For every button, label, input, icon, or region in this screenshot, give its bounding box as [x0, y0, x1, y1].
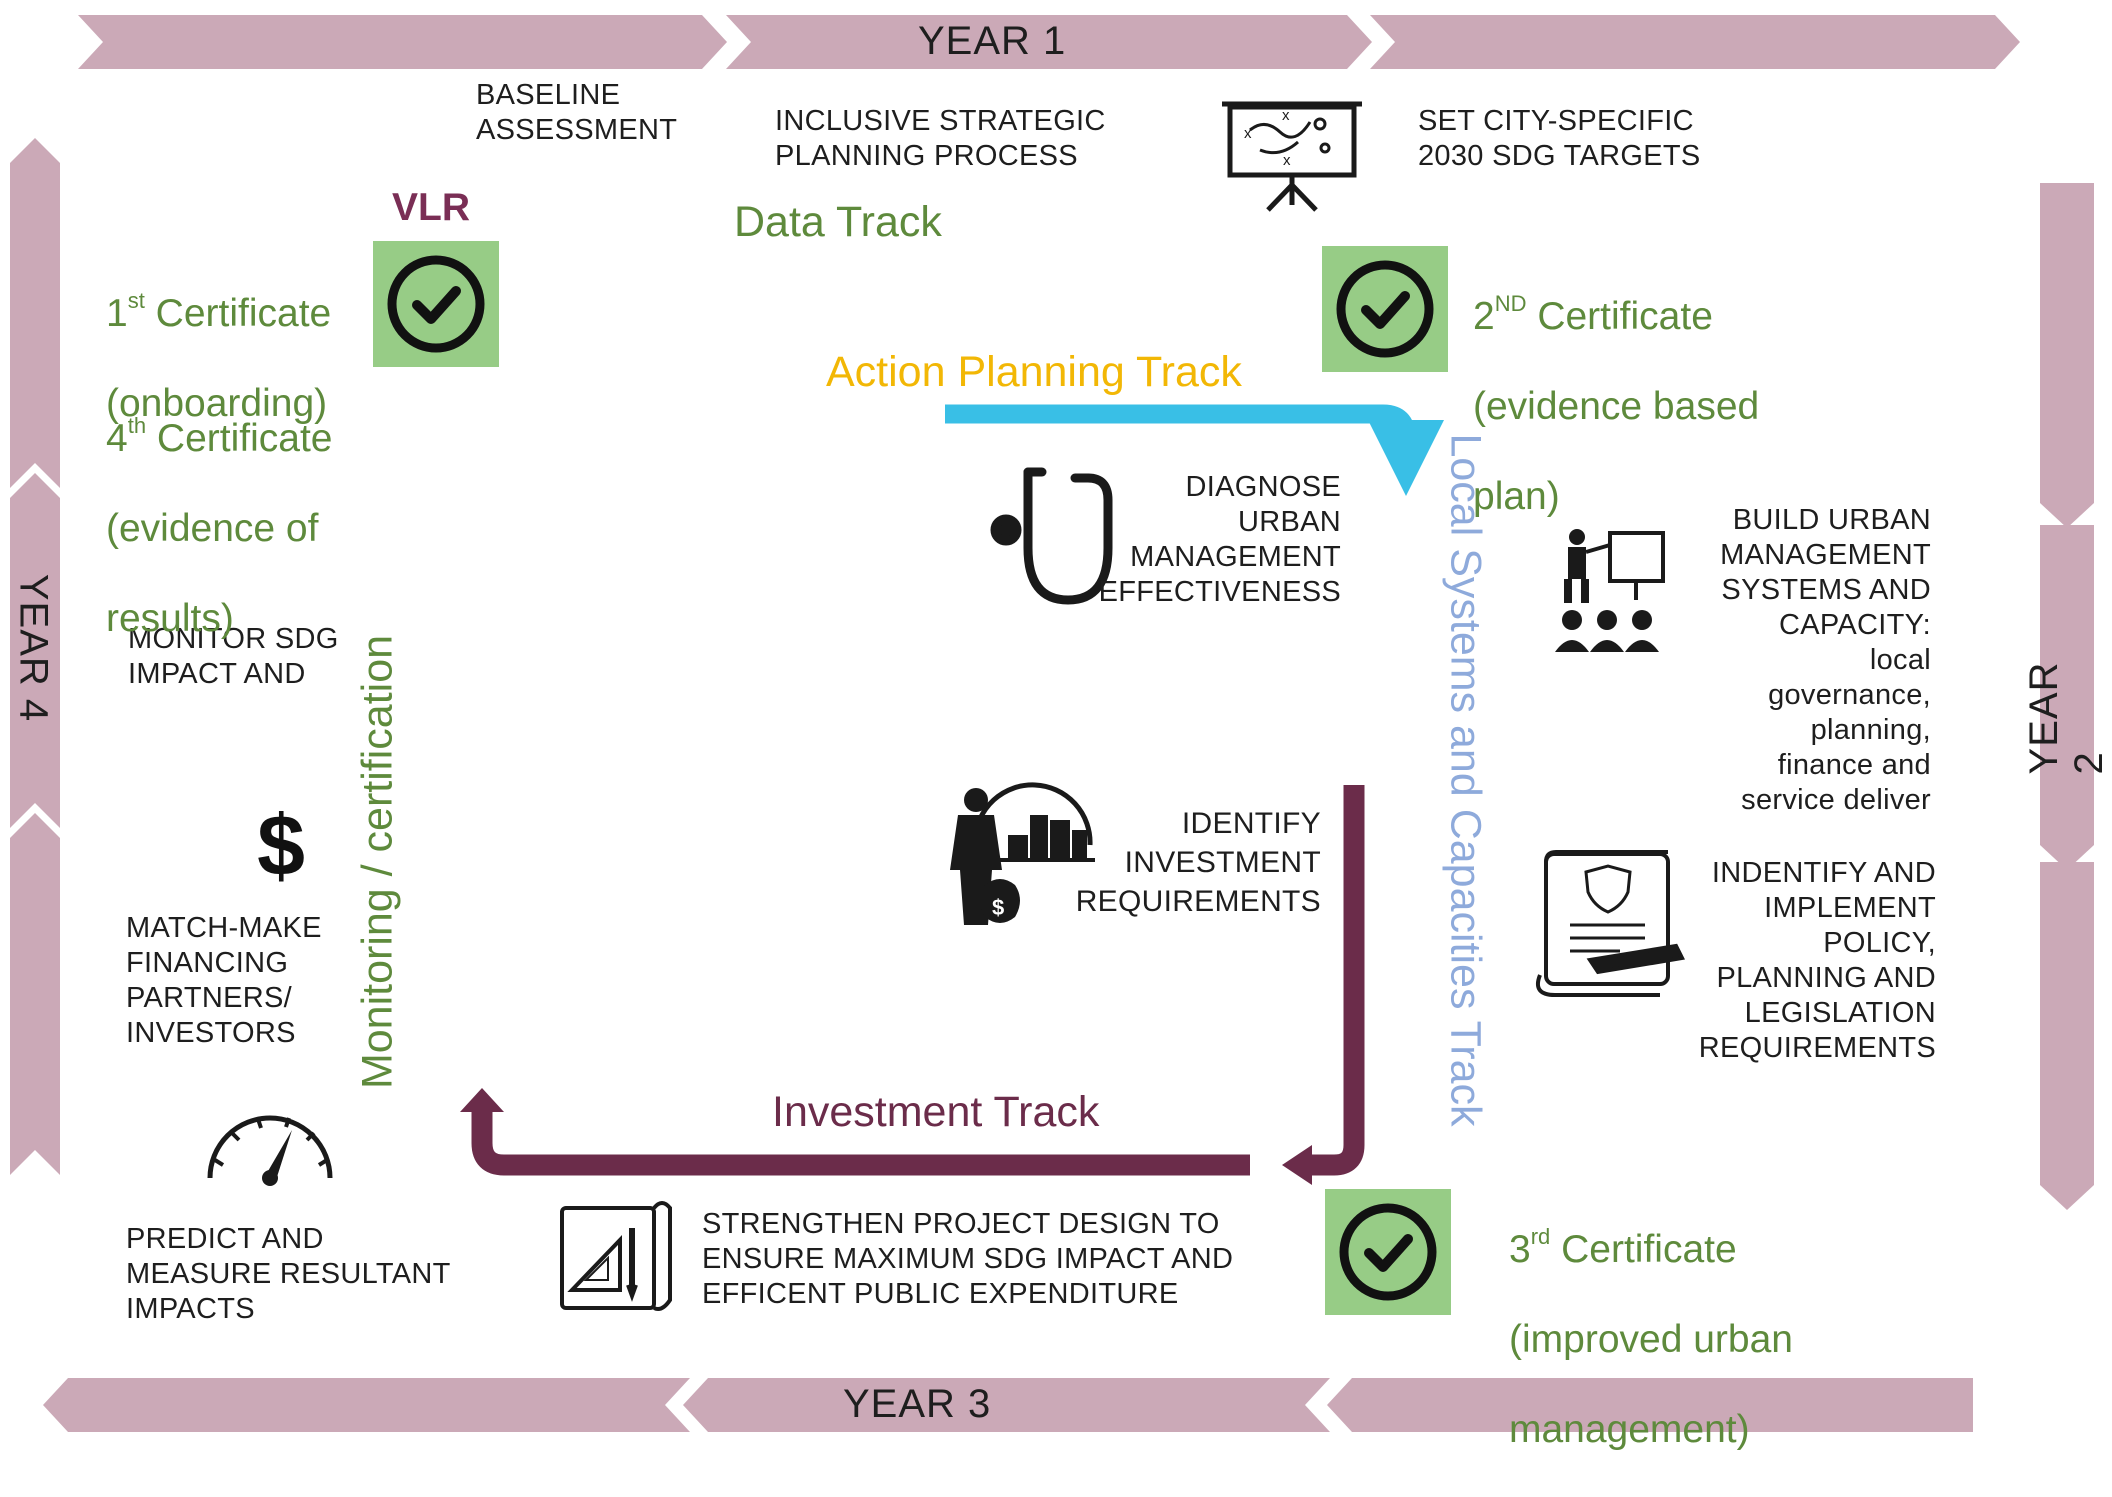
sdg-cycle-diagram: x x x	[10, 15, 2111, 1451]
certificate-1-text: 1st Certificate (onboarding)	[106, 288, 332, 426]
svg-text:$: $	[257, 798, 305, 894]
year4-label: YEAR 4	[11, 573, 56, 723]
speedometer-icon	[207, 1115, 333, 1186]
presentation-audience-icon	[1555, 529, 1665, 652]
year3-label: YEAR 3	[843, 1382, 992, 1426]
monitoring-track-label: Monitoring / certification	[353, 634, 402, 1090]
diagram-graphics: x x x	[10, 15, 2094, 1432]
action-planning-track-label: Action Planning Track	[826, 348, 1242, 396]
year1-band	[78, 15, 2020, 69]
svg-text:x: x	[1283, 152, 1291, 169]
step-policy: INDENTIFY AND IMPLEMENT POLICY, PLANNING…	[1698, 857, 1936, 1064]
step-inclusive-planning: INCLUSIVE STRATEGIC PLANNING PROCESS	[775, 105, 1106, 172]
year2-label: YEAR 2	[2022, 661, 2111, 775]
svg-text:x: x	[1282, 107, 1290, 124]
step-predict: PREDICT AND MEASURE RESULTANT IMPACTS	[126, 1223, 451, 1325]
certificate-3-box	[1325, 1189, 1451, 1315]
action-planning-arrow	[945, 404, 1444, 496]
step-monitor: MONITOR SDG IMPACT AND	[128, 623, 339, 690]
stethoscope-icon	[990, 467, 1113, 605]
certificate-2-text: 2ND Certificate (evidence based plan)	[1473, 291, 1760, 519]
step-diagnose: DIAGNOSE URBAN MANAGEMENT EFFECTIVENESS	[1098, 471, 1341, 608]
svg-text:x: x	[1244, 125, 1252, 142]
data-track-label: Data Track	[734, 198, 942, 246]
investor-city-icon: $	[950, 782, 1095, 925]
certificate-2-box	[1322, 246, 1448, 372]
step-build-systems: BUILD URBAN MANAGEMENT SYSTEMS AND CAPAC…	[1720, 504, 1931, 816]
policy-document-icon	[1535, 850, 1685, 997]
certificate-3-text: 3rd Certificate (improved urban manageme…	[1509, 1224, 1793, 1452]
blueprint-icon	[560, 1201, 672, 1311]
year2-band	[2040, 183, 2094, 1210]
check-icon	[1336, 260, 1434, 358]
step-set-targets: SET CITY-SPECIFIC 2030 SDG TARGETS	[1418, 105, 1701, 172]
strategy-board-icon: x x x	[1222, 101, 1362, 212]
certificate-4-text: 4th Certificate (evidence of results)	[106, 413, 333, 641]
check-icon	[1339, 1203, 1437, 1301]
step-strengthen: STRENGTHEN PROJECT DESIGN TO ENSURE MAXI…	[702, 1208, 1234, 1310]
step-matchmake: MATCH-MAKE FINANCING PARTNERS/ INVESTORS	[126, 912, 322, 1049]
certificate-1-box	[373, 241, 499, 367]
check-icon	[387, 255, 485, 353]
investment-loop-arrow	[460, 785, 1365, 1185]
investment-track-label: Investment Track	[772, 1088, 1100, 1136]
step-identify-investment: IDENTIFY INVESTMENT REQUIREMENTS	[1075, 807, 1321, 918]
dollar-icon: $	[257, 798, 305, 894]
year4-band	[10, 138, 60, 1175]
year1-label: YEAR 1	[918, 19, 1067, 63]
svg-text:$: $	[992, 895, 1004, 920]
year3-band	[43, 1378, 1973, 1432]
vlr-label: VLR	[392, 186, 470, 229]
step-baseline-assessment: BASELINE ASSESSMENT	[476, 79, 678, 146]
